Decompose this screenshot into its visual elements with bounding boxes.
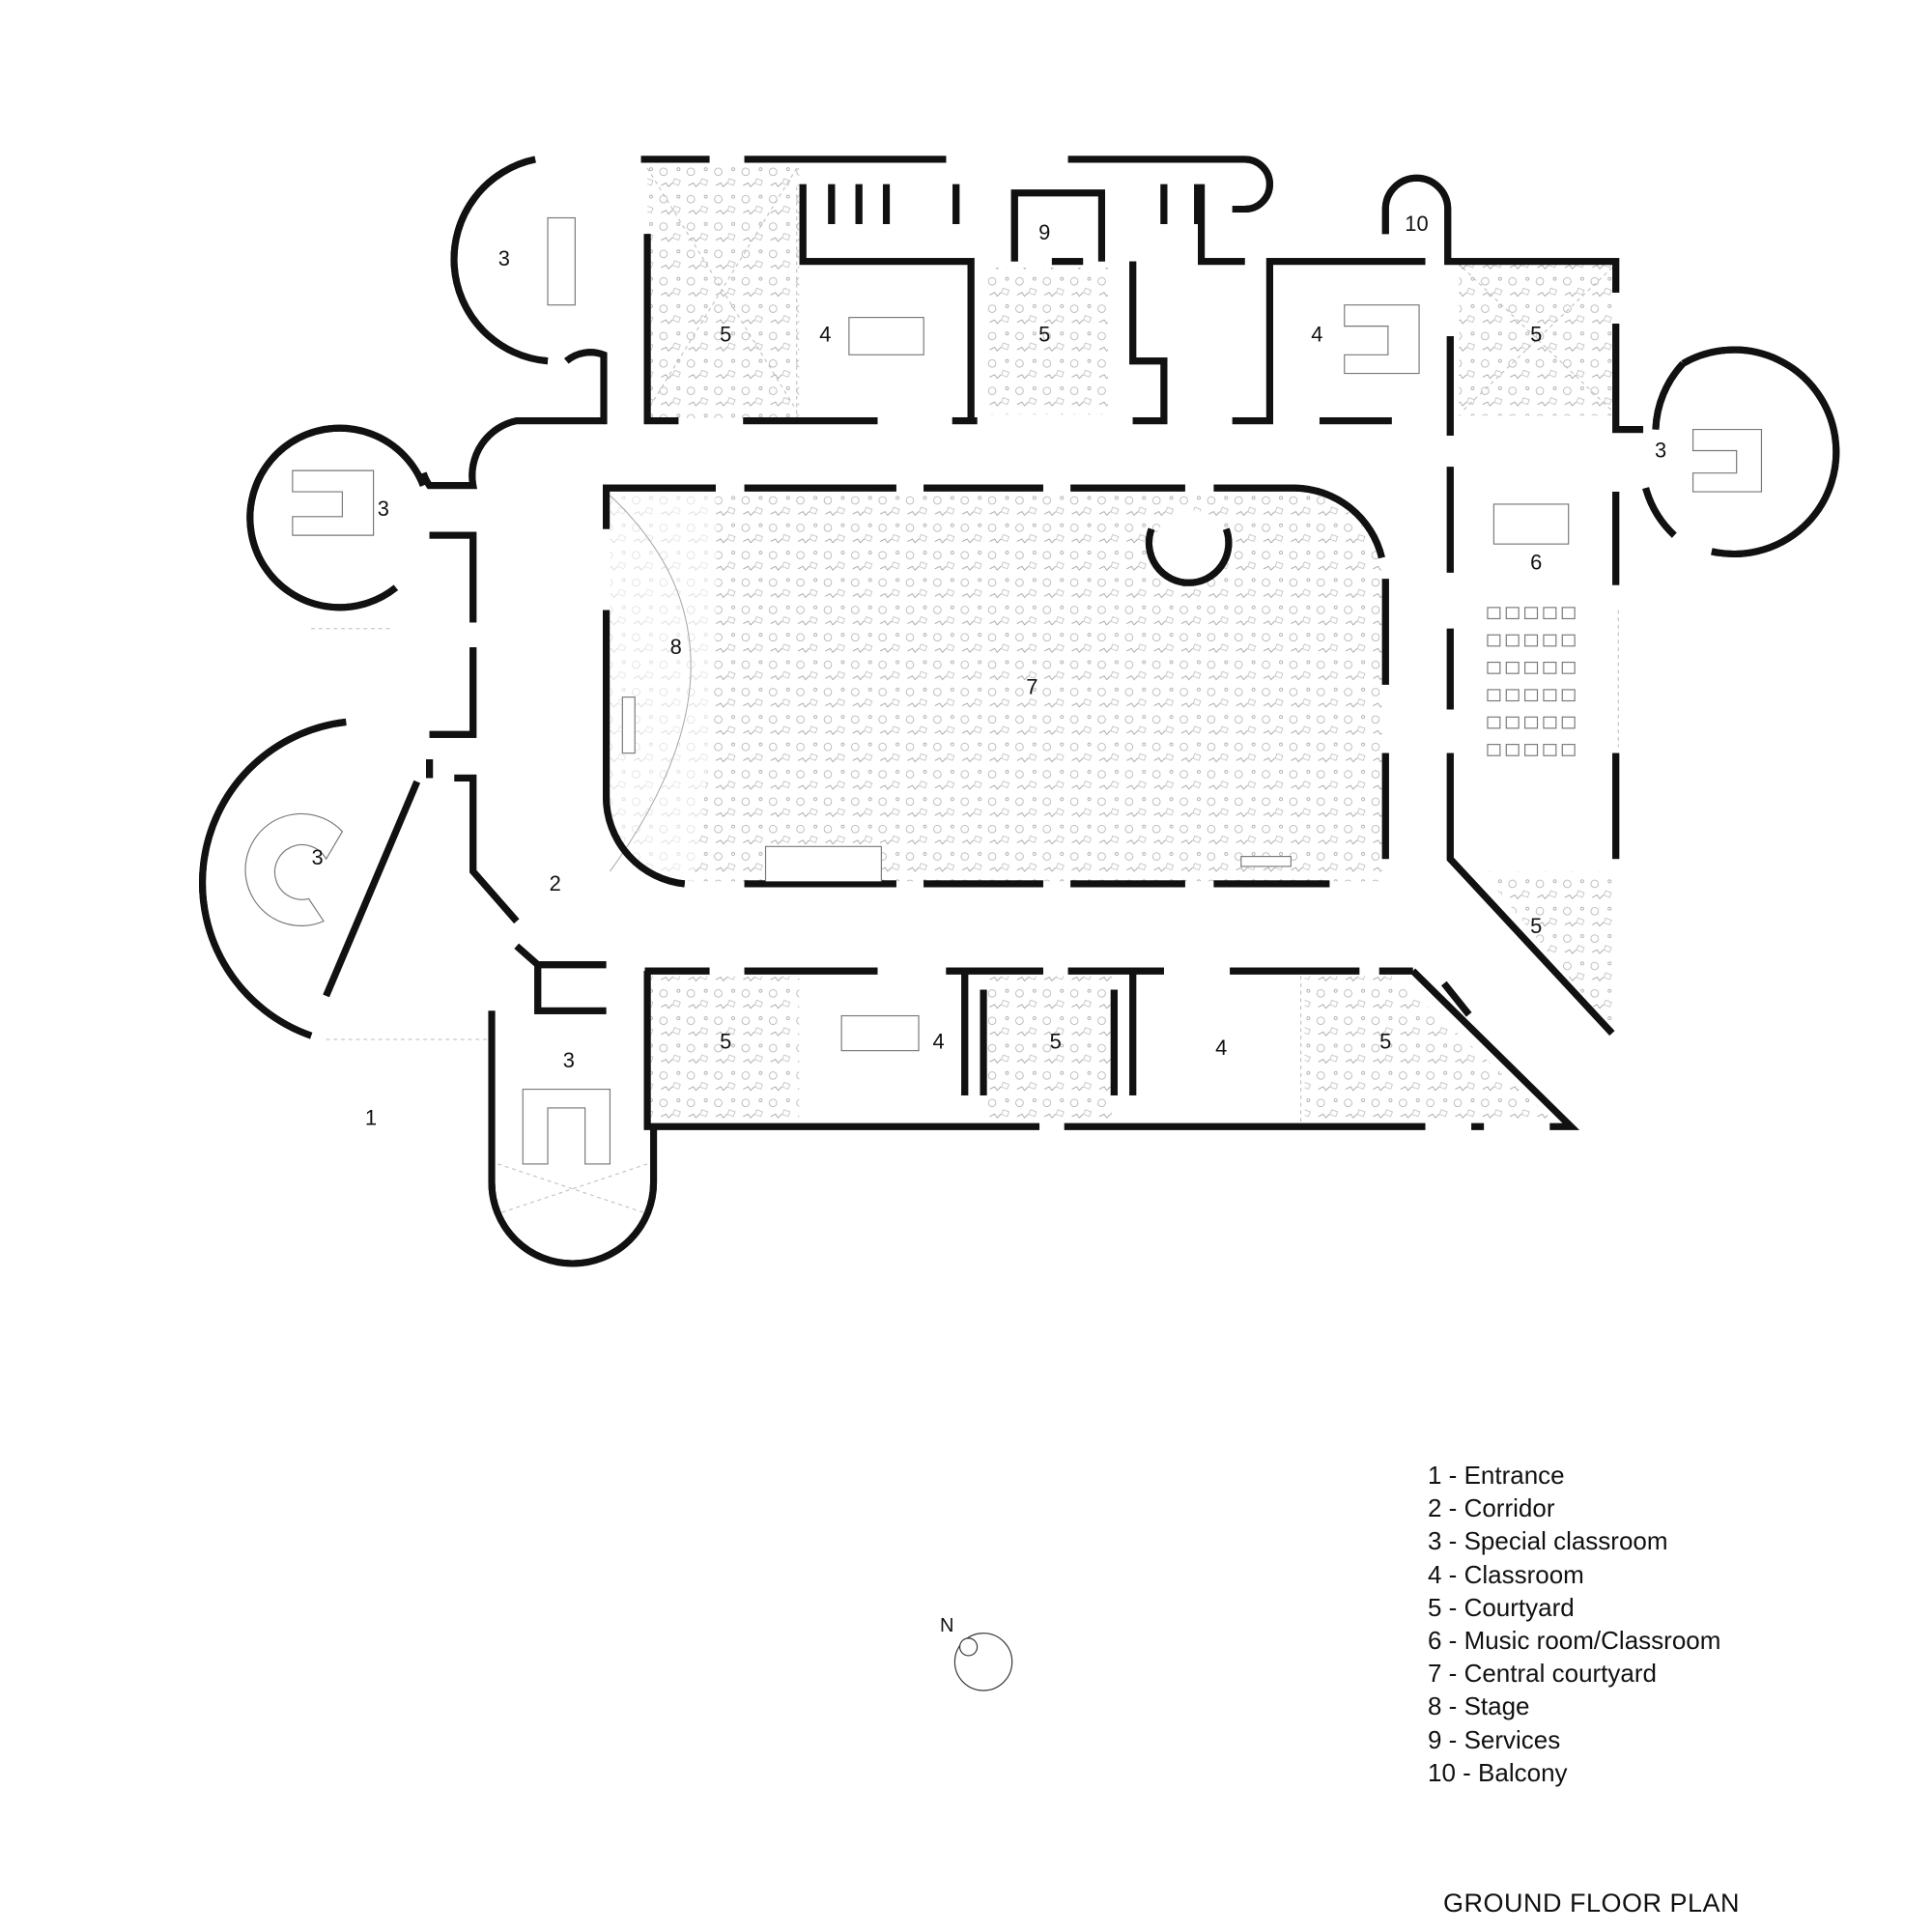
courtyard-planting: [647, 976, 800, 1123]
north-label: N: [940, 1615, 954, 1636]
courtyard-planting: [1481, 871, 1614, 1032]
table: [848, 317, 924, 355]
legend-item: 6 - Music room/Classroom: [1428, 1626, 1721, 1656]
legend-item: 8 - Stage: [1428, 1691, 1530, 1721]
room-label: 3: [378, 497, 389, 521]
legend-item: 3 - Special classroom: [1428, 1526, 1668, 1556]
room-label: 8: [670, 635, 682, 659]
bench: [621, 696, 636, 754]
plan-title: GROUND FLOOR PLAN: [1443, 1889, 1741, 1918]
room-label: 5: [1530, 323, 1542, 347]
legend: 1 - Entrance 2 - Corridor 3 - Special cl…: [1428, 1459, 1720, 1789]
table: [522, 1088, 611, 1165]
room-label: 3: [1655, 439, 1666, 463]
legend-item: 2 - Corridor: [1428, 1493, 1555, 1523]
piano: [1492, 503, 1570, 545]
table: [244, 812, 344, 926]
room-label: 2: [550, 871, 561, 895]
room-label: 10: [1405, 212, 1428, 236]
legend-item: 4 - Classroom: [1428, 1559, 1584, 1589]
table: [1691, 429, 1763, 493]
room-label: 3: [563, 1048, 575, 1072]
courtyard-planting: [1304, 976, 1556, 1123]
courtyard-planting: [986, 976, 1112, 1123]
room-label: 4: [1311, 323, 1322, 347]
stairs: [764, 845, 882, 882]
table: [840, 1014, 920, 1052]
room-label: 1: [365, 1105, 377, 1129]
room-label: 5: [1050, 1030, 1062, 1054]
walls: [203, 156, 1836, 1264]
furniture: [244, 216, 1763, 1165]
room-label: 4: [1215, 1036, 1227, 1060]
room-labels: 3 5 4 9 5 4 10 5 3 3 6 8 7 3 2 5 3 5 4 5…: [312, 212, 1667, 1129]
room-label: 3: [498, 246, 510, 270]
bench: [1240, 856, 1292, 867]
room-label: 9: [1038, 220, 1050, 244]
room-label: 5: [1038, 323, 1050, 347]
room-label: 5: [720, 1030, 731, 1054]
stage-area: [610, 492, 718, 882]
room-label: 4: [933, 1030, 945, 1054]
room-label: 6: [1530, 551, 1542, 575]
legend-item: 9 - Services: [1428, 1724, 1561, 1754]
vegetation: [610, 164, 1614, 1123]
room-label: 3: [312, 845, 324, 869]
courtyard-planting: [983, 268, 1108, 415]
guide-lines: [311, 167, 1619, 1214]
tree-planter: [1153, 510, 1229, 585]
table: [547, 216, 576, 306]
legend-item: 10 - Balcony: [1428, 1757, 1568, 1787]
room-label: 7: [1026, 674, 1037, 698]
north-arrow-icon: [953, 1633, 1013, 1691]
legend-item: 5 - Courtyard: [1428, 1592, 1575, 1622]
legend-item: 1 - Entrance: [1428, 1461, 1565, 1490]
room-label: 4: [819, 323, 831, 347]
room-label: 5: [1379, 1030, 1391, 1054]
room-label: 5: [1530, 914, 1542, 938]
table: [1344, 304, 1420, 375]
stage-edge: [610, 495, 692, 872]
table: [292, 469, 375, 536]
room-label: 5: [720, 323, 731, 347]
central-courtyard-planting: [610, 492, 1382, 882]
legend-item: 7 - Central courtyard: [1428, 1659, 1657, 1689]
